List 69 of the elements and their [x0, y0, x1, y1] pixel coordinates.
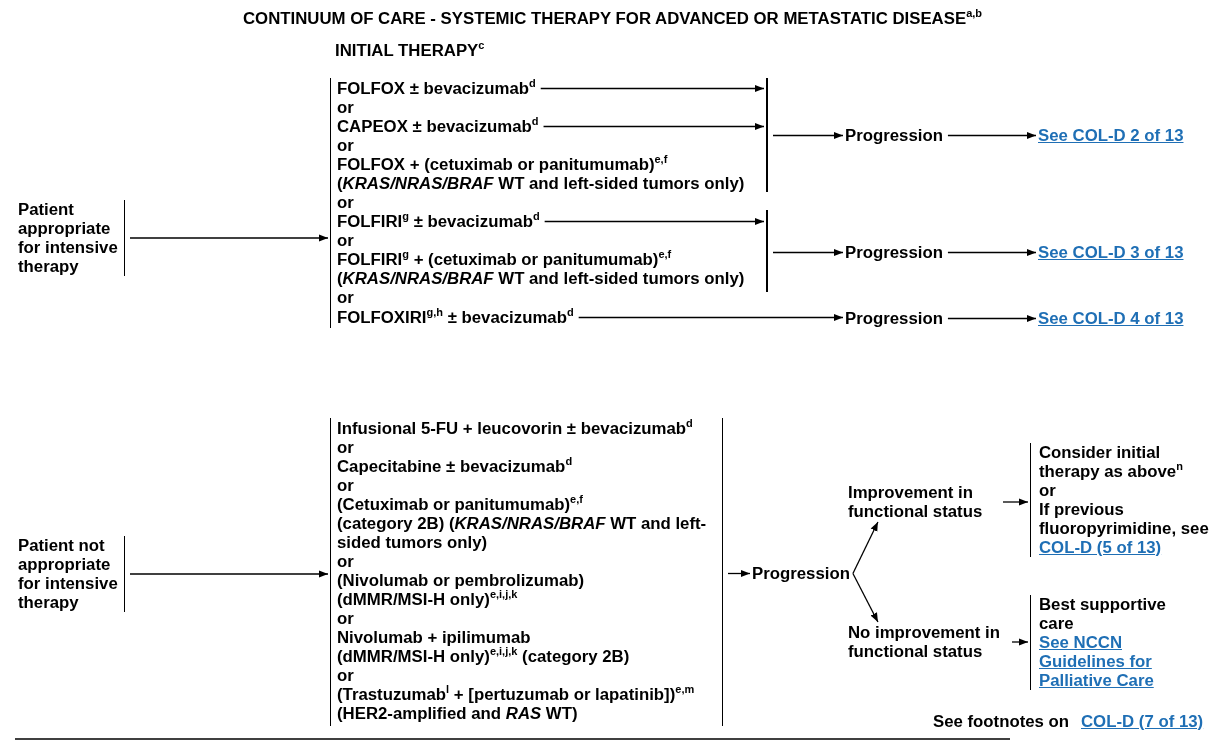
therapy-option: FOLFOXIRI$^{g,h}$ ± bevacizumab$^{d}$: [337, 308, 574, 327]
therapy-option: (dMMR/MSI-H only)$^{e,i,j,k}$: [337, 590, 585, 609]
outcome-text: Improvement in functional status: [848, 483, 998, 521]
arrow: [947, 131, 1037, 140]
therapy-option: CAPEOX ± bevacizumab$^{d}$: [337, 117, 539, 136]
or-label: or: [337, 438, 354, 457]
outcome-text: Progression: [845, 309, 943, 328]
therapy-option: (category 2B) (KRAS/NRAS/BRAF WT and left-sided tumors only): [337, 514, 712, 552]
arrow: [947, 314, 1037, 323]
recommendation-text: Best supportive care: [1039, 595, 1167, 633]
arrow: [578, 313, 844, 322]
therapy-option: FOLFIRI$^{g}$ + (cetuximab or panitumumab)$^{e,f}$: [337, 250, 761, 269]
link: See NCCN Guidelines for Palliative Care: [1039, 633, 1155, 690]
or-label: or: [337, 288, 354, 307]
link: COL-D (5 of 13): [1039, 538, 1162, 557]
therapy-option: FOLFOX + (cetuximab or panitumumab)$^{e,f}$: [337, 155, 761, 174]
arrow: [540, 84, 765, 93]
arrow: [772, 131, 844, 140]
title: CONTINUUM OF CARE - SYSTEMIC THERAPY FOR ADVANCED OR METASTATIC DISEASE$^{a,b}$: [242, 9, 983, 28]
section-heading: INITIAL THERAPY$^{c}$: [335, 41, 485, 60]
or-label: or: [337, 231, 354, 250]
link: COL-D (7 of 13): [1081, 712, 1204, 731]
therapy-option: Capecitabine ± bevacizumab$^{d}$: [337, 457, 573, 476]
outcome-text: Progression: [845, 243, 943, 262]
therapy-option: Nivolumab + ipilimumab: [337, 628, 630, 647]
bracket-line: [766, 210, 768, 292]
arrow: [727, 569, 751, 578]
condition-text: Patient not appropriate for intensive therapy: [18, 536, 119, 612]
condition-text: Patient appropriate for intensive therapy: [18, 200, 119, 276]
bracket: [1030, 443, 1209, 557]
arrow: [852, 521, 879, 575]
outcome-text: Progression: [752, 564, 850, 583]
bracket-line: [766, 78, 768, 192]
link: See COL-D 3 of 13: [1038, 243, 1184, 262]
therapy-option: (KRAS/NRAS/BRAF WT and left-sided tumors only): [337, 269, 761, 288]
therapy-option: Infusional 5-FU + leucovorin ± bevacizumab$^{d}$: [337, 419, 693, 438]
therapy-option: FOLFOX ± bevacizumab$^{d}$: [337, 79, 536, 98]
outcome-text: Progression: [845, 126, 943, 145]
or-label: or: [337, 193, 354, 212]
option-bracket: [330, 418, 723, 726]
recommendation-text: If previous fluoropyrimidine, see: [1039, 500, 1209, 538]
arrow: [544, 217, 765, 226]
link: See COL-D 2 of 13: [1038, 126, 1184, 145]
arrow: [947, 248, 1037, 257]
therapy-option: (KRAS/NRAS/BRAF WT and left-sided tumors only): [337, 174, 761, 193]
or-label: or: [337, 98, 354, 117]
link: See COL-D 4 of 13: [1038, 309, 1184, 328]
therapy-option: (HER2-amplified and RAS WT): [337, 704, 695, 723]
recommendation-text: Consider initial therapy as above$^{n}$: [1039, 443, 1184, 481]
or-label: or: [337, 609, 354, 628]
or-label: or: [337, 476, 354, 495]
outcome-text: No improvement in functional status: [848, 623, 1010, 661]
therapy-option: FOLFIRI$^{g}$ ± bevacizumab$^{d}$: [337, 212, 540, 231]
arrow: [129, 570, 329, 578]
arrow: [542, 122, 765, 131]
arrow: [1002, 498, 1029, 506]
therapy-option: (Nivolumab or pembrolizumab): [337, 571, 585, 590]
or-label: or: [1039, 481, 1057, 500]
arrow: [1011, 638, 1029, 646]
therapy-option: (Cetuximab or panitumumab)$^{e,f}$: [337, 495, 712, 514]
therapy-option: (dMMR/MSI-H only)$^{e,i,j,k}$ (category 2B): [337, 647, 630, 666]
or-label: or: [337, 136, 354, 155]
or-label: or: [337, 552, 354, 571]
arrow: [129, 234, 329, 242]
arrow: [772, 248, 844, 257]
therapy-option: (Trastuzumab$^{l}$ + [pertuzumab or lapatinib])$^{e,m}$: [337, 685, 695, 704]
footnote-text: See footnotes on: [933, 712, 1070, 731]
or-label: or: [337, 666, 354, 685]
arrow: [852, 572, 879, 623]
